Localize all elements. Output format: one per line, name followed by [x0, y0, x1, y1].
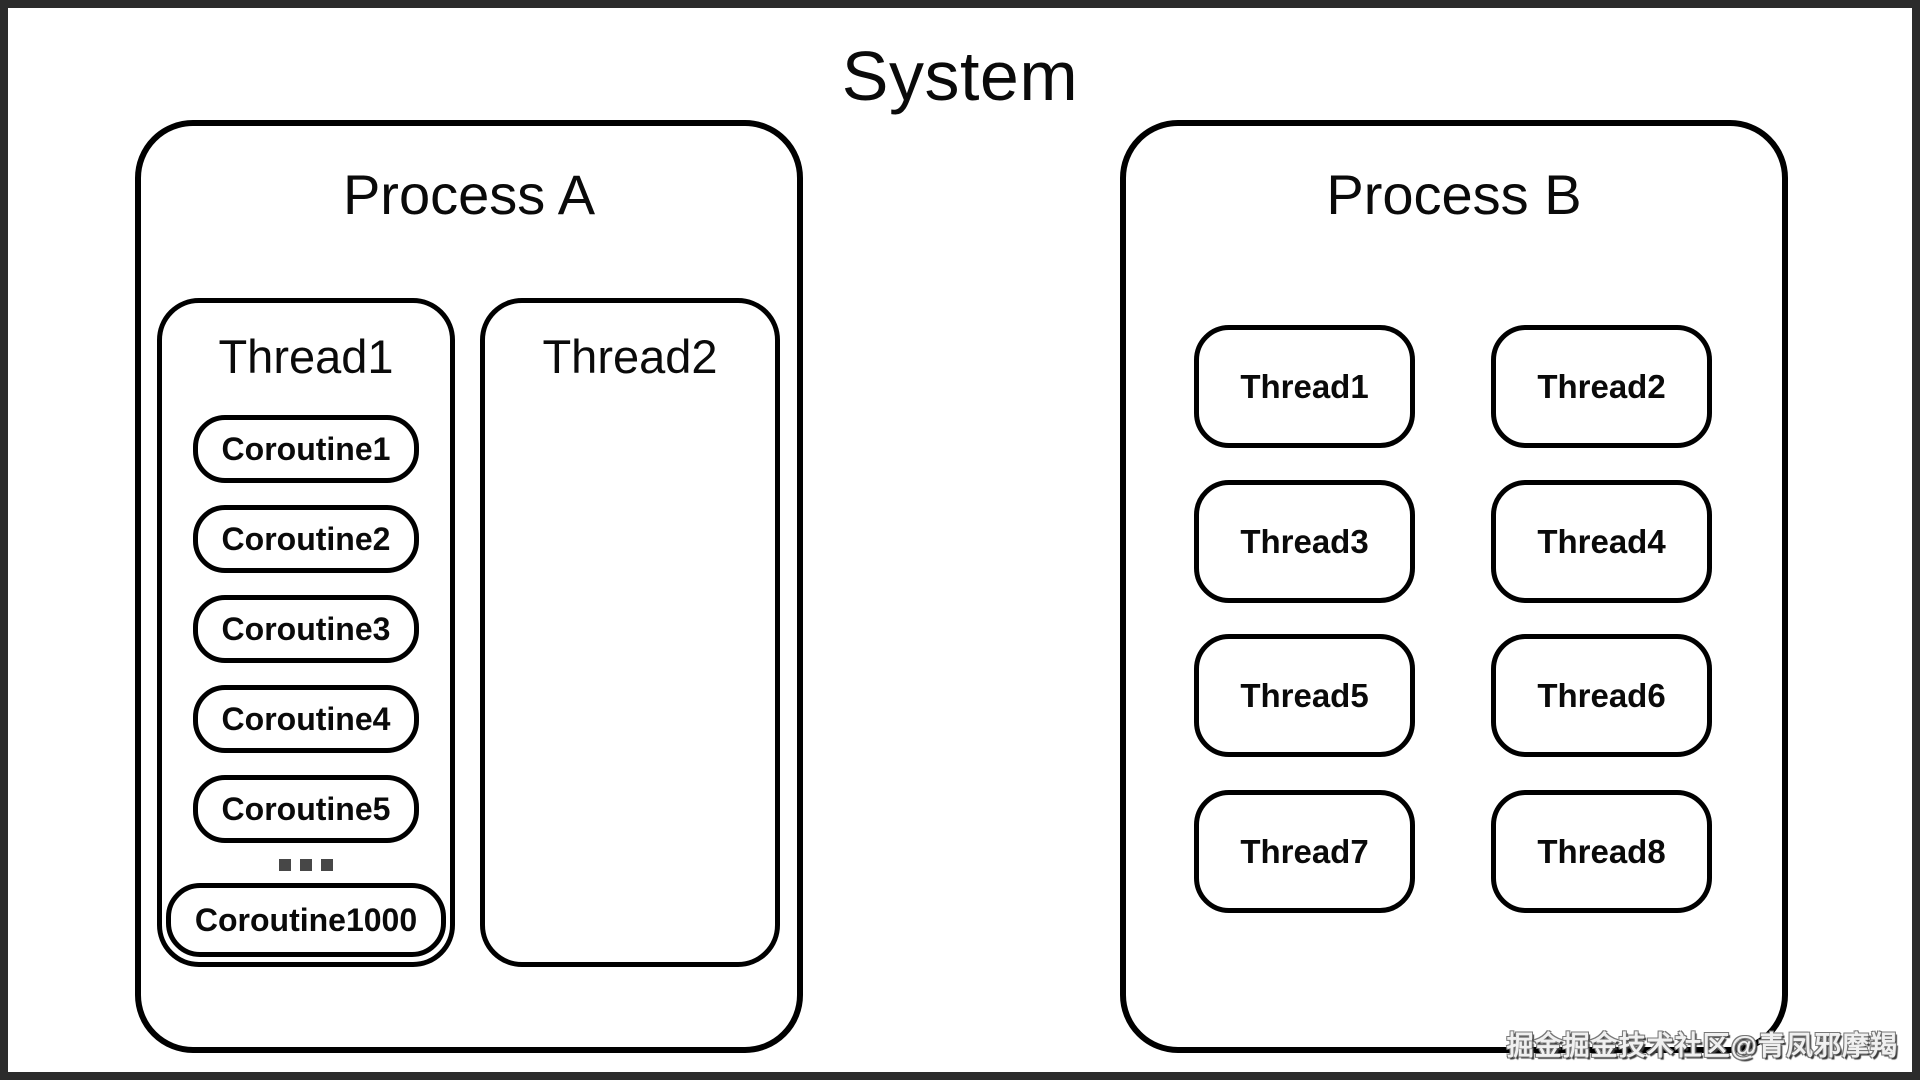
ellipsis-dot: [300, 859, 312, 871]
coroutine-box: Coroutine4: [193, 685, 419, 753]
coroutine-box-last: Coroutine1000: [166, 883, 446, 957]
coroutine-box: Coroutine2: [193, 505, 419, 573]
coroutine-box: Coroutine3: [193, 595, 419, 663]
thread1-container: Thread1 Coroutine1 Coroutine2 Coroutine3…: [157, 298, 455, 967]
thread-box: Thread4: [1491, 480, 1712, 603]
process-a-label: Process A: [342, 163, 596, 226]
watermark-text: 掘金掘金技术社区@青凤邪摩羯: [1506, 1031, 1898, 1061]
thread-box: Thread7: [1194, 790, 1415, 913]
system-title: System: [841, 37, 1079, 115]
thread2-container: Thread2: [480, 298, 780, 967]
thread-box: Thread8: [1491, 790, 1712, 913]
process-b-container: Process B Thread1 Thread2 Thread3 Thread…: [1120, 120, 1788, 1053]
ellipsis-dot: [321, 859, 333, 871]
thread-box: Thread6: [1491, 634, 1712, 757]
coroutine-box: Coroutine5: [193, 775, 419, 843]
ellipsis-icon: [279, 859, 333, 871]
thread1-label: Thread1: [218, 330, 394, 383]
thread-box: Thread1: [1194, 325, 1415, 448]
ellipsis-dot: [279, 859, 291, 871]
thread-box: Thread2: [1491, 325, 1712, 448]
process-a-container: Process A Thread1 Coroutine1 Coroutine2 …: [135, 120, 803, 1053]
coroutine-box: Coroutine1: [193, 415, 419, 483]
thread2-label: Thread2: [542, 330, 718, 383]
process-b-label: Process B: [1326, 163, 1582, 226]
thread-box: Thread3: [1194, 480, 1415, 603]
thread-box: Thread5: [1194, 634, 1415, 757]
